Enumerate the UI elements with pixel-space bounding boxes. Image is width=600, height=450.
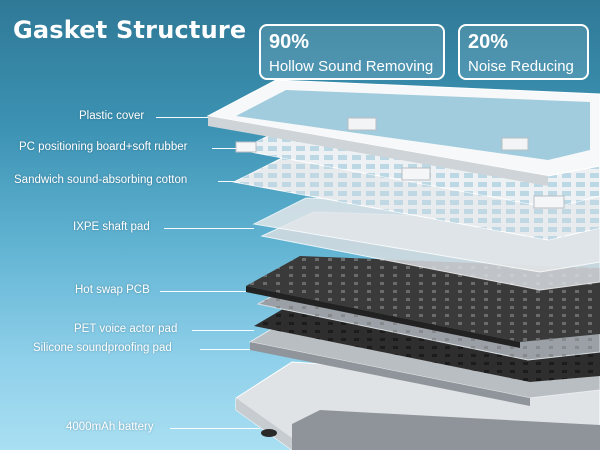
page-title: Gasket Structure (13, 16, 247, 44)
rubber-gasket-left (235, 141, 257, 153)
stat-value: 20% (468, 31, 509, 53)
leader-line (192, 330, 254, 331)
plastic-cover-layer (206, 79, 600, 186)
cover-clip-right (501, 137, 529, 151)
label-sandwich-cotton: Sandwich sound-absorbing cotton (14, 174, 188, 186)
leader-line (212, 148, 236, 149)
label-plastic-cover: Plastic cover (79, 110, 145, 122)
rubber-gasket-right (533, 195, 565, 209)
label-pet-pad: PET voice actor pad (74, 323, 178, 335)
label-ixpe-pad: IXPE shaft pad (73, 221, 150, 233)
stat-label: Noise Reducing (468, 58, 574, 75)
stat-value: 90% (269, 31, 310, 53)
leader-line (160, 291, 246, 292)
label-hot-swap-pcb: Hot swap PCB (75, 284, 150, 296)
rubber-gasket-mid (401, 167, 431, 181)
stat-box-noise: 20% Noise Reducing (458, 24, 589, 80)
leader-line (200, 349, 250, 350)
stat-label: Hollow Sound Removing (269, 58, 434, 75)
leader-line (170, 428, 260, 429)
stat-box-hollow-sound: 90% Hollow Sound Removing (259, 24, 445, 80)
cover-clip-left (347, 117, 377, 131)
leader-line (218, 181, 234, 182)
label-pc-board: PC positioning board+soft rubber (19, 141, 188, 153)
label-battery: 4000mAh battery (66, 421, 154, 433)
leader-line (156, 117, 208, 118)
leader-line (164, 228, 254, 229)
label-silicone-pad: Silicone soundproofing pad (33, 342, 172, 354)
battery-cell-dot (261, 429, 277, 437)
